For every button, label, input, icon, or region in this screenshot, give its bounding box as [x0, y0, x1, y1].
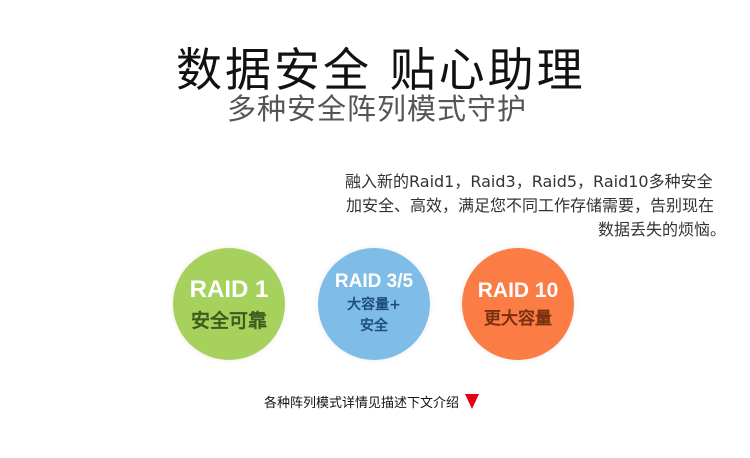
raid35-badge-subtitle-line-1: 大容量+ — [347, 297, 401, 313]
raid1-badge-subtitle: 安全可靠 — [190, 309, 267, 332]
raid35-badge: RAID 3/5 大容量+ 安全 — [318, 248, 430, 360]
description-line-2: 加安全、高效，满足您不同工作存储需要，告别现在 — [346, 196, 715, 215]
raid35-badge-subtitle-line-2: 安全 — [359, 318, 388, 334]
description-line-1: 融入新的Raid1，Raid3，Raid5，Raid10多种安全 — [345, 172, 713, 191]
raid1-badge-title: RAID 1 — [189, 275, 269, 303]
raid10-badge-title: RAID 10 — [477, 279, 559, 302]
raid10-badge: RAID 10 更大容量 — [462, 248, 574, 360]
raid1-badge: RAID 1 安全可靠 — [173, 248, 285, 360]
footer-note-text: 各种阵列模式详情见描述下文介绍 — [264, 396, 460, 411]
page-headline: 数据安全 贴心助理 — [176, 43, 586, 97]
raid35-badge-title: RAID 3/5 — [334, 271, 414, 292]
raid-description: 融入新的Raid1，Raid3，Raid5，Raid10多种安全 加安全、高效，… — [340, 170, 750, 242]
footer-note: 各种阵列模式详情见描述下文介绍 — [264, 392, 480, 411]
down-triangle-icon — [465, 394, 480, 409]
raid10-badge-subtitle: 更大容量 — [484, 309, 552, 329]
page-subheading: 多种安全阵列模式守护 — [227, 92, 528, 126]
raid35-badge-subtitle: 大容量+ 安全 — [347, 295, 401, 337]
description-line-3: 数据丢失的烦恼。 — [598, 220, 727, 239]
